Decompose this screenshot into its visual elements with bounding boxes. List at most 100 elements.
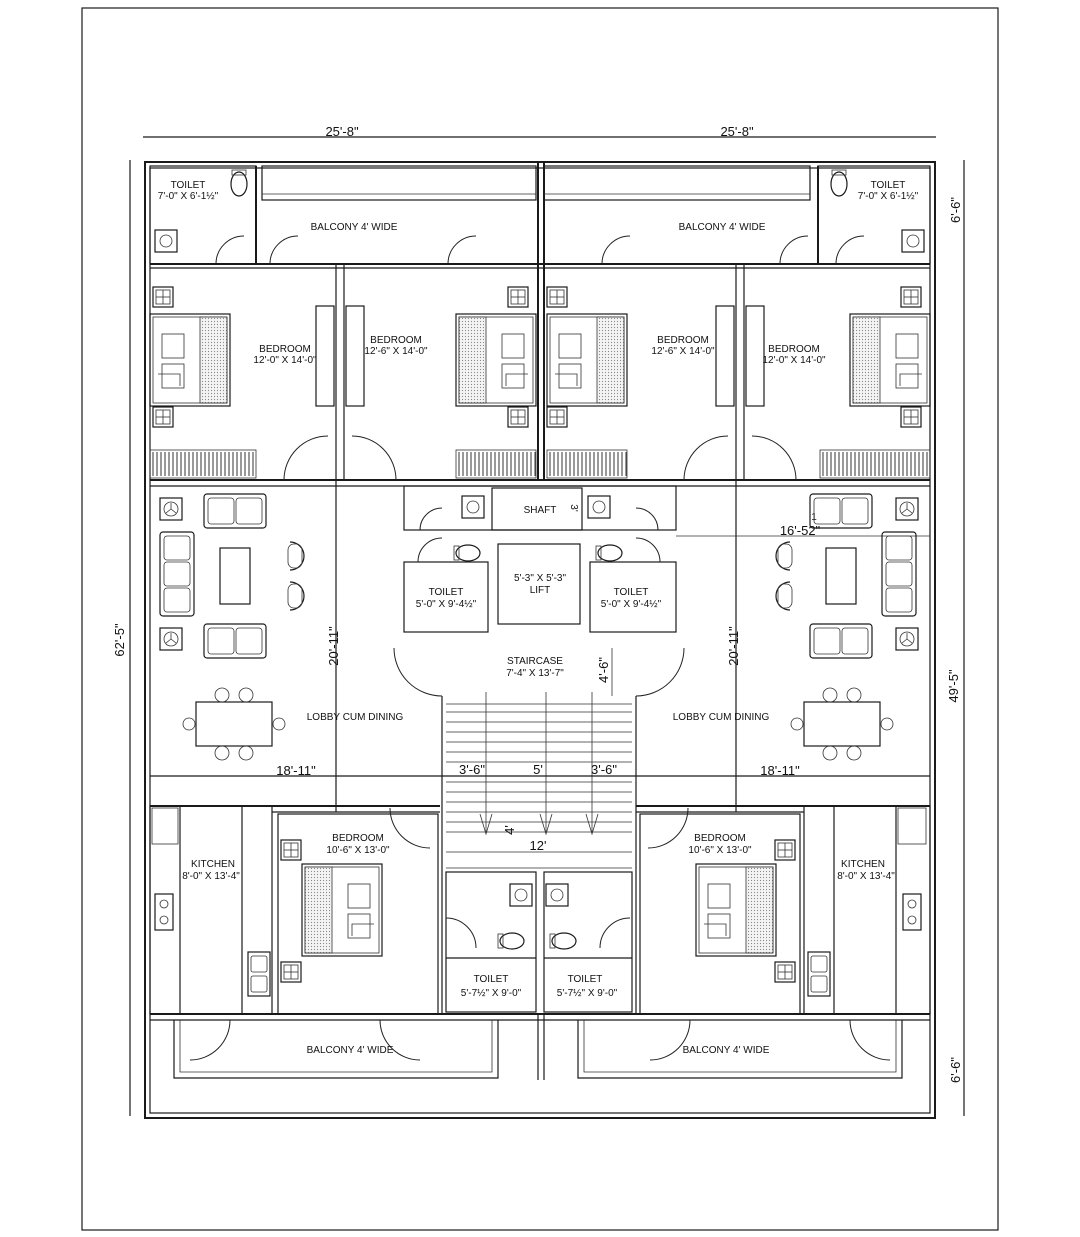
sink-icon — [247, 951, 271, 997]
washbasin-icon — [901, 229, 925, 253]
washbasin-icon — [154, 229, 178, 253]
toilet-br-size: 5'-7½" X 9'-0" — [557, 988, 618, 999]
toilet-center-left — [403, 561, 489, 633]
fan-icon — [895, 497, 919, 521]
bed6-size: 10'-6" X 13'-0" — [688, 845, 752, 856]
bed2-size: 12'-6" X 14'-0" — [364, 346, 428, 357]
dim-right-top: 6'-6" — [948, 197, 963, 223]
toilet-cl-name: TOILET — [429, 587, 464, 598]
toilet-icon — [595, 544, 623, 562]
window-icon — [900, 406, 922, 428]
lift — [497, 543, 581, 625]
dim-left-overall: 62'-5" — [112, 623, 127, 657]
bed5-name: BEDROOM — [332, 833, 384, 844]
building-outline — [144, 161, 936, 1119]
bed-icon — [546, 313, 628, 407]
washbasin-icon — [509, 883, 533, 907]
bed-icon — [149, 313, 231, 407]
bed1-size: 12'-0" X 14'-0" — [253, 355, 317, 366]
sofa-icon — [203, 623, 267, 659]
sofa-icon — [159, 531, 195, 617]
door-swing-icon — [215, 235, 245, 265]
bed6-name: BEDROOM — [694, 833, 746, 844]
kitchen-left-name: KITCHEN — [191, 859, 235, 870]
sofa-icon — [203, 493, 267, 529]
dim-right-extra: 16'-52" — [780, 523, 821, 538]
sheet-border — [81, 7, 999, 1231]
lobby-right-width: 18'-11" — [760, 763, 800, 778]
toilet-tl-name: TOILET — [171, 180, 206, 191]
dining-table-icon — [182, 687, 286, 761]
toilet-icon — [497, 932, 525, 950]
toilet-cr-name: TOILET — [614, 587, 649, 598]
sofa-icon — [881, 531, 917, 617]
landing-dim: 4'-6" — [596, 657, 611, 683]
balcony-bottom-right: BALCONY 4' WIDE — [683, 1045, 770, 1056]
bed3-size: 12'-6" X 14'-0" — [651, 346, 715, 357]
lift-name: LIFT — [530, 585, 551, 596]
lobby-left-label: LOBBY CUM DINING — [307, 712, 404, 723]
dining-table-icon — [790, 687, 894, 761]
balcony-top-right: BALCONY 4' WIDE — [679, 222, 766, 233]
window-icon — [280, 839, 302, 861]
toilet-bl-size: 5'-7½" X 9'-0" — [461, 988, 522, 999]
lobby-right-label: LOBBY CUM DINING — [673, 712, 770, 723]
bed2-name: BEDROOM — [370, 335, 422, 346]
kitchen-left-size: 8'-0" X 13'-4" — [182, 871, 240, 882]
toilet-bl-name: TOILET — [474, 974, 509, 985]
lobby-left-height: 20'-11" — [326, 626, 341, 666]
bed1-name: BEDROOM — [259, 344, 311, 355]
stair-dim-e: 4' — [502, 825, 517, 835]
window-icon — [774, 839, 796, 861]
bed-icon — [455, 313, 537, 407]
stair-dim-a: 3'-6" — [459, 762, 485, 777]
armchair-icon — [775, 581, 793, 611]
lift-size: 5'-3" X 5'-3" — [514, 573, 567, 584]
dim-right-bottom: 6'-6" — [948, 1057, 963, 1083]
toilet-cr-size: 5'-0" X 9'-4½" — [601, 599, 662, 610]
bed5-size: 10'-6" X 13'-0" — [326, 845, 390, 856]
toilet-tr-size: 7'-0" X 6'-1½" — [858, 191, 919, 202]
shaft — [491, 487, 583, 531]
stair-dim-b: 5' — [533, 762, 543, 777]
fan-icon — [895, 627, 919, 651]
armchair-icon — [775, 541, 793, 571]
sofa-icon — [809, 623, 873, 659]
kitchen-right-name: KITCHEN — [841, 859, 885, 870]
stair-name: STAIRCASE — [507, 656, 563, 667]
lobby-left-width: 18'-11" — [276, 763, 316, 778]
staircase — [441, 692, 637, 1014]
washbasin-icon — [587, 495, 611, 519]
toilet-center-right — [589, 561, 677, 633]
bed4-size: 12'-0" X 14'-0" — [762, 355, 826, 366]
toilet-icon — [549, 932, 577, 950]
kitchen-right-size: 8'-0" X 13'-4" — [837, 871, 895, 882]
stair-dim-c: 3'-6" — [591, 762, 617, 777]
toilet-cl-size: 5'-0" X 9'-4½" — [416, 599, 477, 610]
bed-icon — [301, 863, 383, 957]
window-strip — [149, 449, 931, 479]
window-icon — [900, 286, 922, 308]
washbasin-icon — [461, 495, 485, 519]
stair-dim-d: 12' — [530, 838, 547, 853]
sink-icon — [807, 951, 831, 997]
bed-icon — [849, 313, 931, 407]
lobby-right-height: 20'-11" — [726, 626, 741, 666]
balcony-top-left: BALCONY 4' WIDE — [311, 222, 398, 233]
fan-icon — [159, 627, 183, 651]
toilet-tr-name: TOILET — [871, 180, 906, 191]
armchair-icon — [287, 541, 305, 571]
dim-top-left: 25'-8" — [325, 124, 359, 139]
dim-right-mid: 49'-5" — [946, 669, 961, 703]
stove-icon — [154, 893, 174, 931]
washbasin-icon — [545, 883, 569, 907]
window-icon — [152, 286, 174, 308]
window-icon — [507, 286, 529, 308]
stair-size: 7'-4" X 13'-7" — [506, 668, 564, 679]
window-icon — [152, 406, 174, 428]
dim-top-right: 25'-8" — [720, 124, 754, 139]
shaft-dim: 3' — [568, 504, 579, 512]
balcony-bottom-left: BALCONY 4' WIDE — [307, 1045, 394, 1056]
window-icon — [507, 406, 529, 428]
